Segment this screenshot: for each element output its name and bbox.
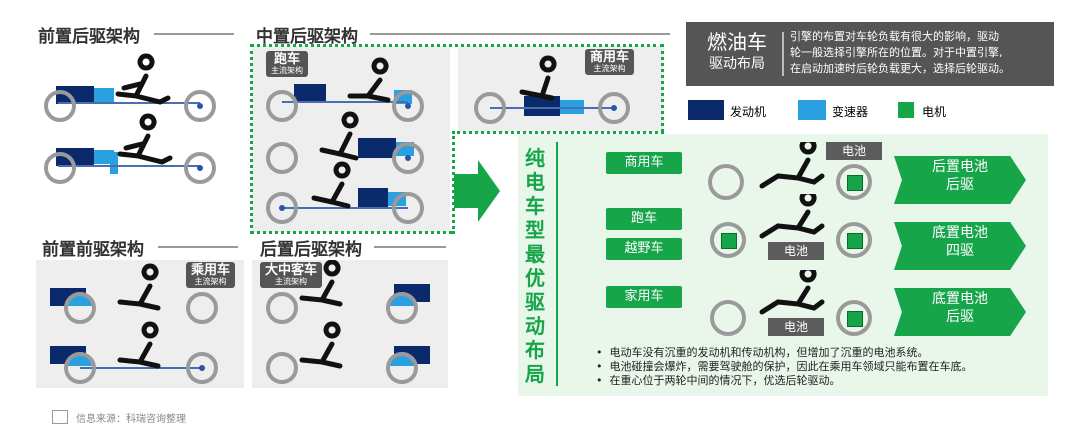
ev-motor-wheel [836, 300, 872, 336]
transition-arrow [454, 160, 500, 222]
battery-label: 电池 [768, 242, 824, 260]
ev-motor-wheel [836, 164, 872, 200]
result-rear-battery-rwd: 后置电池 后驱 [894, 156, 1026, 204]
fuel-box-text: 引擎的布置对车轮负载有很大的影响，驱动 轮一般选择引擎所在的位置。对于中置引擎,… [790, 30, 1010, 75]
ev-bullet-list: • 电动车没有沉重的发动机和传动机构，但增加了沉重的电池系统。 • 电池碰撞会爆… [596, 346, 972, 388]
divider [374, 246, 446, 248]
front-rwd-cars-svg [44, 53, 216, 184]
bullet-item: • 电池碰撞会爆炸，需要驾驶舱的保护，因此在乘用车领域只能布置在车底。 [596, 360, 973, 373]
source-note: 信息来源：科瑞咨询整理 [76, 414, 186, 425]
section-title-rear-rwd: 后置后驱架构 [260, 240, 362, 260]
fuel-car-box: 燃油车 驱动布局 引擎的布置对车轮负载有很大的影响，驱动 轮一般选择引擎所在的位… [686, 22, 1054, 86]
ev-motor-wheel [836, 222, 872, 258]
bullet-item: • 在重心位于两轮中间的情况下，优选后轮驱动。 [596, 374, 841, 387]
vehicle-type-family: 家用车 [606, 286, 682, 308]
divider [370, 33, 670, 35]
section-title-front-fwd: 前置前驱架构 [42, 240, 144, 260]
rear-rwd-cars-svg [266, 260, 430, 384]
dotted-edge [452, 131, 664, 134]
ev-vertical-title: 纯 电 车 型 最 优 驱 动 布 局 [525, 146, 545, 386]
battery-label: 电池 [826, 142, 882, 160]
vehicle-type-sports: 跑车 [606, 208, 682, 230]
vehicle-type-commercial: 商用车 [606, 152, 682, 174]
fuel-box-title: 燃油车 驱动布局 [707, 30, 767, 72]
bullet-item: • 电动车没有沉重的发动机和传动机构，但增加了沉重的电池系统。 [596, 346, 929, 359]
divider [154, 33, 234, 35]
driver-figure [759, 142, 825, 189]
legend-transmission-label: 变速器 [832, 105, 869, 119]
tag-passenger: 乘用车 主流架构 [186, 262, 236, 289]
fuel-box-divider [782, 32, 784, 76]
tag-bus: 大中客车 主流架构 [260, 262, 323, 289]
section-title-front-rwd: 前置后驱架构 [38, 27, 140, 47]
result-bottom-battery-rwd: 底置电池 后驱 [894, 288, 1026, 336]
tag-commercial: 商用车 主流架构 [585, 49, 635, 76]
legend-motor-label: 电机 [922, 105, 947, 119]
result-bottom-battery-4wd: 底置电池 四驱 [894, 222, 1026, 270]
tag-sports-car: 跑车 主流架构 [266, 51, 308, 78]
front-rwd-diagram [28, 48, 240, 198]
dotted-edge [452, 131, 455, 234]
ev-motor-wheel [710, 222, 746, 258]
driver-figure [759, 194, 825, 239]
legend-engine-swatch [688, 100, 724, 120]
ev-front-wheel [708, 164, 744, 200]
driver-figure [759, 270, 825, 315]
section-title-mid-rwd: 中置后驱架构 [256, 27, 358, 47]
front-fwd-cars-svg [50, 263, 218, 384]
legend-motor-swatch [898, 102, 914, 118]
divider [158, 246, 238, 248]
legend-transmission-swatch [798, 100, 826, 120]
source-icon [52, 410, 68, 424]
ev-front-wheel [710, 300, 746, 336]
battery-label: 电池 [768, 318, 824, 336]
vehicle-type-offroad: 越野车 [606, 238, 682, 260]
legend-engine-label: 发动机 [730, 105, 767, 119]
mid-rwd-cars-svg [266, 55, 630, 224]
ev-divider [556, 142, 558, 386]
